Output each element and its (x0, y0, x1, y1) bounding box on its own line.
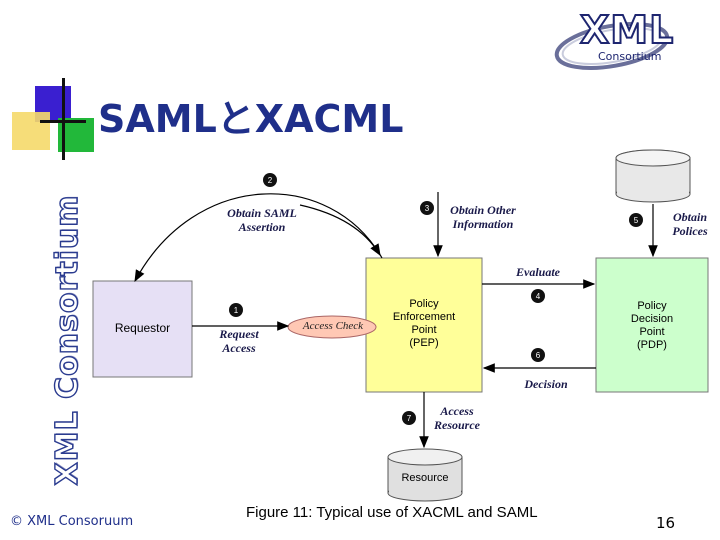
step-num-6: 6 (536, 351, 541, 360)
footer-copyright: © XML Consoruum (10, 514, 134, 529)
xml-consortium-logo: XML Consortium (552, 7, 712, 78)
pdp-label-line-1: Policy (637, 300, 667, 312)
step-4-label-line-1: Evaluate (516, 265, 560, 279)
step-num-1: 1 (234, 306, 239, 315)
resource-cylinder (387, 448, 463, 502)
step-badge-7: 7 (402, 411, 416, 425)
logo-main-text: XML (579, 7, 675, 53)
pep-label-line-3: Point (411, 324, 437, 336)
step-2-label-line-1: Obtain SAML (227, 206, 297, 220)
pdp-label-line-2: Decision (630, 313, 674, 325)
pep-label-line-4: (PEP) (409, 337, 439, 349)
step-3-label: Obtain Other Information (440, 203, 526, 231)
pep-label: Policy Enforcement Point (PEP) (366, 298, 482, 350)
step-num-2: 2 (268, 176, 273, 185)
page-number: 16 (656, 514, 676, 532)
page-title: SAMLとXACML (98, 97, 404, 141)
step-1-label-line-2: Access (222, 341, 256, 355)
access-check-label: Access Check (302, 320, 364, 332)
arrow-obtain-saml-assertion (134, 193, 383, 283)
pdp-label: Policy Decision Point (PDP) (596, 300, 708, 352)
resource-label: Resource (401, 472, 449, 484)
step-5-label-line-1: Obtain (672, 210, 707, 224)
step-badge-4: 4 (531, 289, 545, 303)
step-3-label-line-2: Information (452, 217, 514, 231)
figure-caption: Figure 11: Typical use of XACML and SAML (246, 504, 538, 521)
decor-square-yellow (12, 112, 50, 150)
step-7-label-line-2: Resource (434, 418, 480, 432)
arrow-saml-to-pep (299, 204, 381, 257)
pdp-box (595, 257, 709, 393)
step-2-label-line-2: Assertion (238, 220, 286, 234)
step-4-label: Evaluate (508, 265, 568, 279)
step-badge-3: 3 (420, 201, 434, 215)
step-badge-5: 5 (629, 213, 643, 227)
step-6-label-line-1: Decision (524, 377, 568, 391)
step-badge-2: 2 (263, 173, 277, 187)
decor-line-vertical (62, 78, 65, 160)
requestor-box (92, 280, 193, 378)
pdp-label-line-3: Point (639, 326, 665, 338)
policy-store-cylinder (615, 149, 691, 203)
logo-swoosh-icon (554, 22, 670, 70)
pep-label-line-2: Enforcement (392, 311, 456, 323)
pdp-label-line-4: (PDP) (637, 339, 667, 351)
step-badge-6: 6 (531, 348, 545, 362)
step-3-label-line-1: Obtain Other (450, 203, 516, 217)
step-5-label-line-2: Polices (672, 224, 708, 238)
step-num-3: 3 (425, 204, 430, 213)
step-num-5: 5 (634, 216, 639, 225)
pep-box (365, 257, 483, 393)
step-7-label-line-1: Access (440, 404, 474, 418)
step-num-4: 4 (536, 292, 541, 301)
step-num-7: 7 (407, 414, 412, 423)
step-7-label: Access Resource (426, 404, 488, 432)
decor-line-horizontal (40, 120, 86, 123)
requestor-label: Requestor (114, 321, 171, 335)
step-2-label: Obtain SAML Assertion (212, 206, 312, 234)
pep-label-line-1: Policy (409, 298, 439, 310)
step-5-label: Obtain Polices (664, 210, 716, 238)
step-badge-1: 1 (229, 303, 243, 317)
step-6-label: Decision (516, 377, 576, 391)
logo-sub-text: Consortium (598, 50, 662, 63)
step-1-label: Request Access (204, 327, 274, 355)
step-1-label-line-1: Request (219, 327, 259, 341)
